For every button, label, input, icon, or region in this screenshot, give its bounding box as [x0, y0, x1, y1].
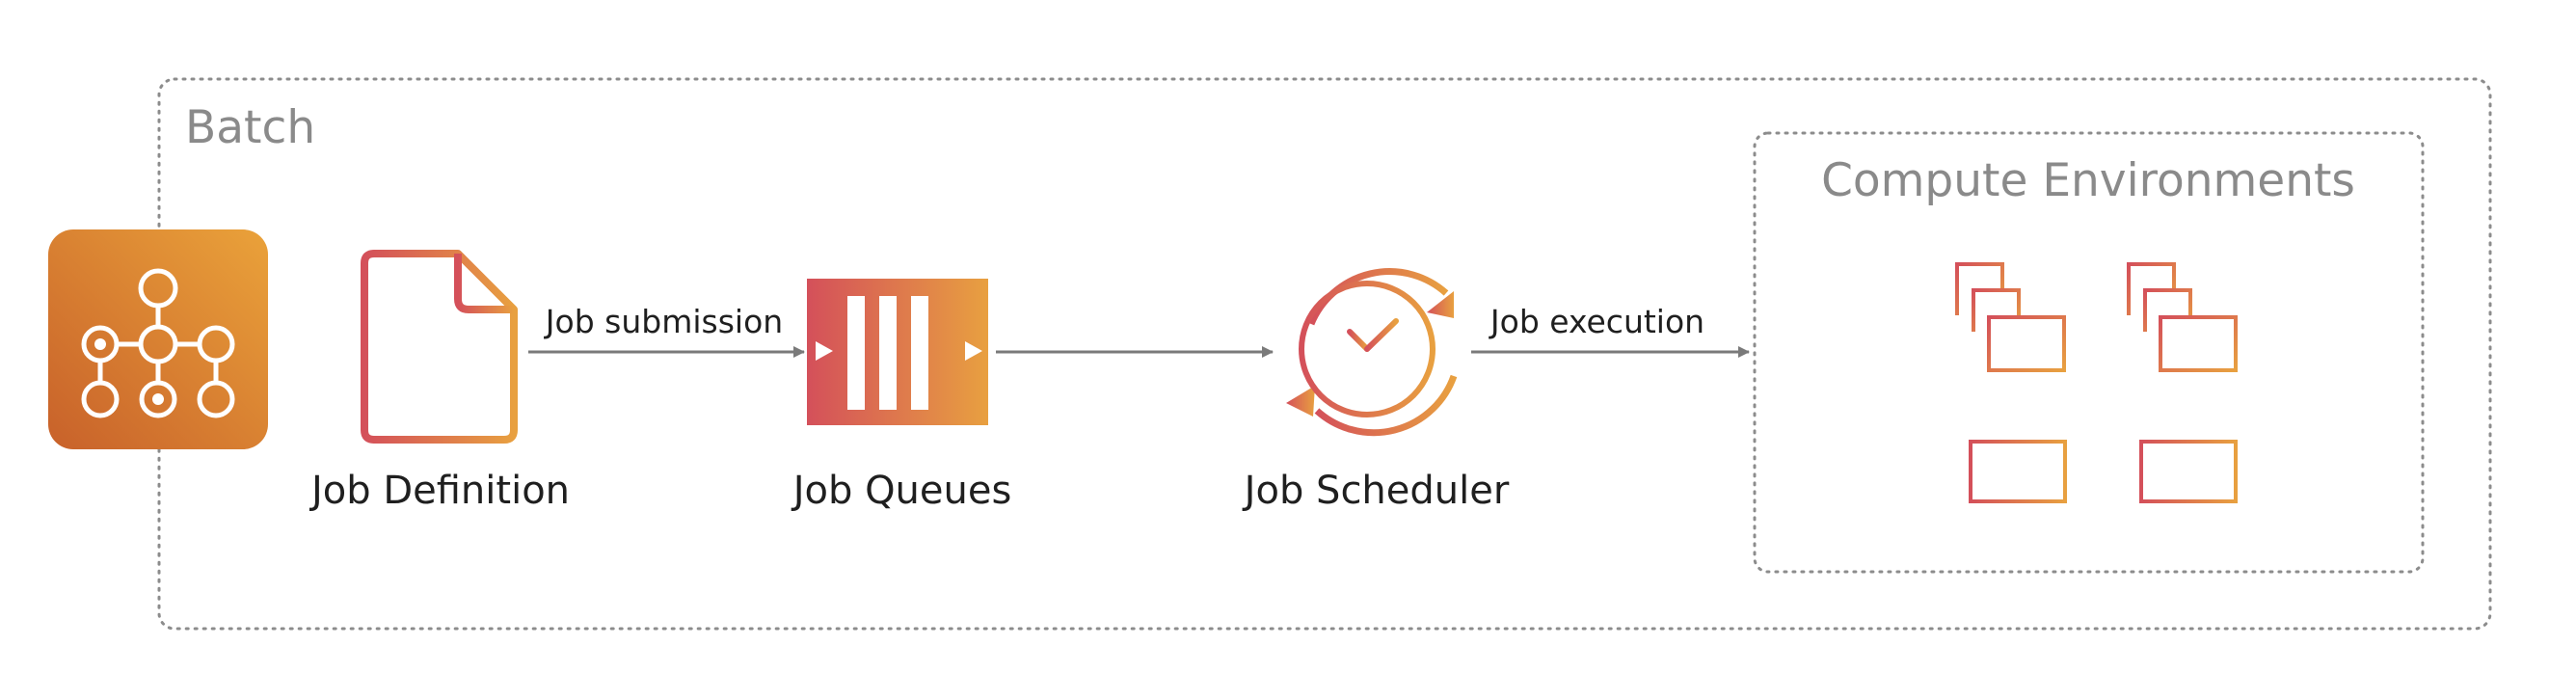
job-scheduler-node: Job Scheduler: [1242, 268, 1510, 513]
compute-group-border: [1753, 131, 2425, 574]
batch-group-label: Batch: [185, 101, 315, 154]
container-icon: [2139, 440, 2238, 503]
job-queues-node: Job Queues: [791, 279, 1012, 513]
edge-job-submission-label: Job submission: [544, 303, 783, 340]
container-icon: [1969, 440, 2067, 503]
job-scheduler-label: Job Scheduler: [1242, 469, 1510, 513]
job-definition-label: Job Definition: [309, 469, 570, 513]
instances-icon: [2127, 262, 2238, 372]
edge-job-execution-label: Job execution: [1489, 303, 1704, 340]
compute-group-label: Compute Environments: [1821, 154, 2355, 207]
queue-icon: [807, 279, 988, 425]
job-queues-label: Job Queues: [791, 469, 1012, 513]
edge-job-execution: Job execution: [1471, 303, 1750, 358]
instances-icon: [1955, 262, 2066, 372]
clock-cycle-icon: [1286, 268, 1458, 437]
aws-batch-service-icon: [48, 229, 268, 449]
job-definition-node: Job Definition: [309, 250, 570, 513]
compute-environments-group: Compute Environments: [1753, 131, 2425, 574]
document-icon: [361, 250, 518, 444]
edge-job-submission: Job submission: [528, 303, 805, 358]
